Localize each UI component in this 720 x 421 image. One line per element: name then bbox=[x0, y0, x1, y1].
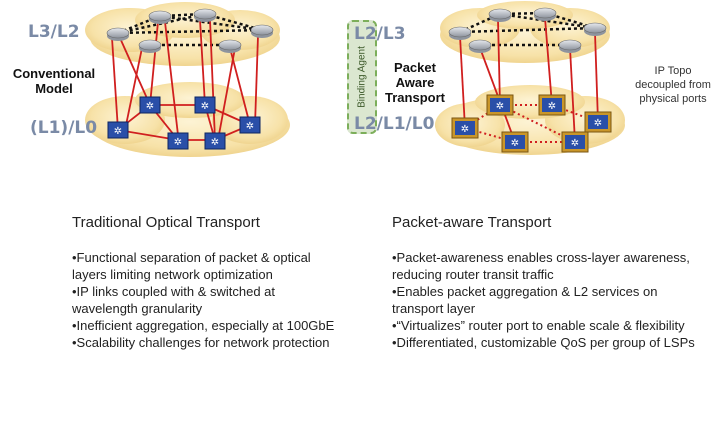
svg-text:✲: ✲ bbox=[201, 101, 209, 112]
svg-text:✲: ✲ bbox=[548, 101, 556, 112]
router-icons bbox=[106, 8, 274, 53]
left-lower-layer-label: (L1)/L0 bbox=[30, 118, 98, 138]
router-icons bbox=[448, 7, 607, 53]
binding-agent-box bbox=[347, 20, 377, 134]
packet-aware-heading: Packet-aware Transport bbox=[392, 214, 552, 231]
svg-text:✲: ✲ bbox=[114, 126, 122, 137]
svg-text:✲: ✲ bbox=[496, 101, 504, 112]
optical-links bbox=[459, 17, 599, 143]
packet-aware-bullets: •Packet-awareness enables cross-layer aw… bbox=[392, 249, 707, 351]
binding-agent-label: Binding Agent bbox=[356, 46, 368, 108]
right-upper-layer-label: L2/L3 bbox=[354, 24, 406, 44]
svg-text:✲: ✲ bbox=[461, 124, 469, 135]
bullet-item: •Differentiated, customizable QoS per gr… bbox=[392, 335, 695, 350]
optical-switch-icons: ✲ ✲ ✲ ✲ ✲ ✲ bbox=[107, 96, 261, 150]
svg-text:✲: ✲ bbox=[174, 137, 182, 148]
bullet-item: •Functional separation of packet & optic… bbox=[72, 250, 311, 282]
svg-text:✲: ✲ bbox=[571, 138, 579, 149]
svg-text:✲: ✲ bbox=[146, 101, 154, 112]
bullet-item: •Inefficient aggregation, especially at … bbox=[72, 318, 335, 333]
left-upper-layer-label: L3/L2 bbox=[28, 22, 80, 42]
packet-switch-icons: ✲ ✲ ✲ ✲ ✲ ✲ bbox=[451, 94, 612, 153]
bullet-item: •Scalability challenges for network prot… bbox=[72, 335, 330, 350]
bullet-item: •Packet-awareness enables cross-layer aw… bbox=[392, 250, 690, 282]
packet-aware-transport-label: Packet Aware Transport bbox=[385, 60, 445, 105]
conventional-model-label: Conventional Model bbox=[12, 66, 96, 96]
traditional-transport-bullets: •Functional separation of packet & optic… bbox=[72, 249, 342, 351]
right-lower-layer-label: L2/L1/L0 bbox=[354, 114, 435, 134]
svg-text:✲: ✲ bbox=[594, 118, 602, 129]
bullet-item: •IP links coupled with & switched at wav… bbox=[72, 284, 276, 316]
traditional-transport-heading: Traditional Optical Transport bbox=[72, 214, 260, 231]
ip-topo-note: IP Topo decoupled from physical ports bbox=[635, 65, 711, 105]
conventional-model-diagram: ✲ ✲ ✲ ✲ ✲ ✲ bbox=[85, 2, 290, 157]
optical-links bbox=[111, 19, 259, 141]
packet-aware-diagram: ✲ ✲ ✲ ✲ ✲ ✲ bbox=[435, 1, 625, 155]
svg-text:✲: ✲ bbox=[511, 138, 519, 149]
bullet-item: •Enables packet aggregation & L2 service… bbox=[392, 284, 658, 316]
svg-text:✲: ✲ bbox=[246, 121, 254, 132]
svg-text:✲: ✲ bbox=[211, 137, 219, 148]
bullet-item: •“Virtualizes” router port to enable sca… bbox=[392, 318, 685, 333]
